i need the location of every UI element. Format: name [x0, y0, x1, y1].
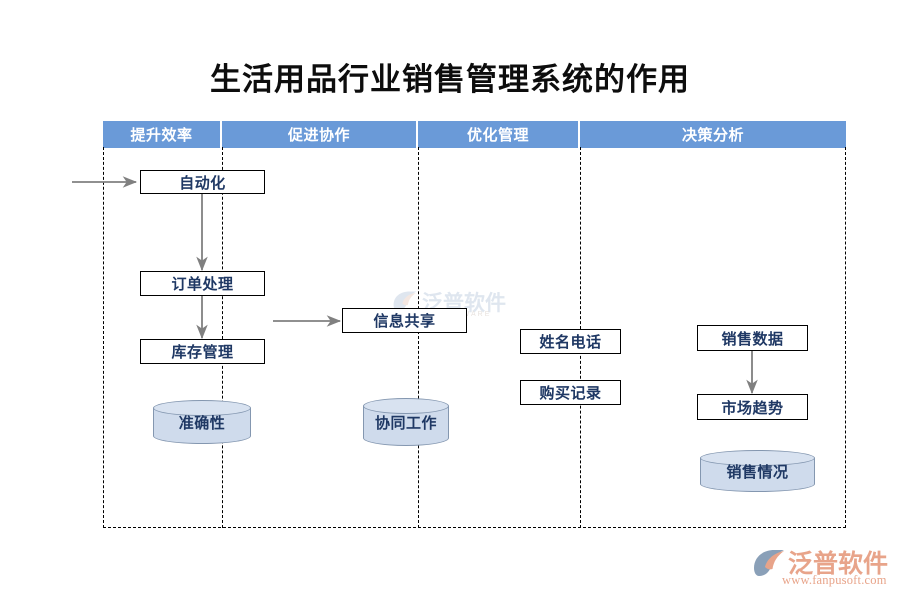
watermark-logo-mark-icon	[393, 291, 417, 311]
brand-logo-url: www.fanpusoft.com	[782, 573, 887, 587]
swimlane-header-improve-efficiency[interactable]: 提升效率	[103, 121, 222, 148]
swimlane-divider-2	[418, 147, 419, 528]
process-box-automation[interactable]: 自动化	[140, 170, 265, 194]
cylinder-top	[153, 400, 251, 416]
process-box-market-trend[interactable]: 市场趋势	[697, 394, 808, 420]
cylinder-label-sales-situation: 销售情况	[726, 464, 789, 481]
process-box-inventory-management[interactable]: 库存管理	[140, 339, 265, 364]
cylinder-sales-situation[interactable]: 销售情况	[700, 450, 815, 492]
cylinder-bottom	[153, 428, 251, 444]
process-box-information-sharing[interactable]: 信息共享	[342, 308, 467, 333]
swimlane-header-promote-collaboration[interactable]: 促进协作	[222, 121, 418, 148]
fanpu-logo-mark-icon	[754, 550, 784, 576]
cylinder-top	[363, 398, 449, 414]
process-box-order-processing[interactable]: 订单处理	[140, 271, 265, 296]
process-box-name-phone[interactable]: 姓名电话	[520, 329, 621, 354]
process-box-sales-data[interactable]: 销售数据	[697, 325, 808, 351]
brand-logo: 泛普软件 www.fanpusoft.com	[752, 546, 892, 592]
cylinder-top	[700, 450, 815, 466]
page-title: 生活用品行业销售管理系统的作用	[210, 62, 690, 97]
cylinder-collaborative-work[interactable]: 协同工作	[363, 398, 449, 446]
brand-logo-name: 泛普软件	[788, 551, 889, 578]
swimlane-divider-1	[222, 147, 223, 528]
cylinder-label-accuracy: 准确性	[178, 415, 226, 432]
cylinder-bottom	[700, 476, 815, 492]
swimlane-header-bar: 提升效率 促进协作 优化管理 决策分析	[103, 121, 846, 148]
swimlane-header-decision-analysis[interactable]: 决策分析	[580, 121, 846, 148]
process-box-purchase-record[interactable]: 购买记录	[520, 380, 621, 405]
cylinder-label-collaborative-work: 协同工作	[374, 415, 437, 432]
swimlane-header-optimize-management[interactable]: 优化管理	[418, 121, 580, 148]
cylinder-accuracy[interactable]: 准确性	[153, 400, 251, 444]
swimlane-frame	[103, 147, 846, 528]
cylinder-bottom	[363, 430, 449, 446]
